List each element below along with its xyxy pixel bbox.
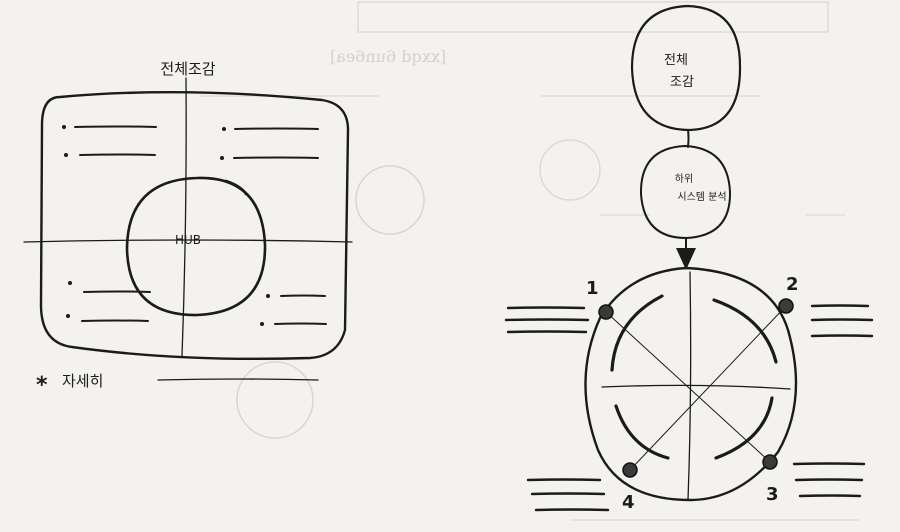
overview-node-label-line2: 조감 (670, 75, 694, 90)
left-overview-sketch: 전체조감 HUB (23, 60, 353, 398)
bullet-dot (62, 125, 66, 129)
ghost-circle (236, 361, 314, 439)
analysis-vertical-line (687, 271, 692, 501)
quadrant-number-2: 2 (786, 274, 799, 295)
subsystem-node-label-line2: 시스템 분석 (677, 191, 726, 203)
overview-node-label-line1: 전체 (664, 53, 688, 68)
note-line (504, 318, 590, 322)
footnote-label: 자세히 (62, 372, 103, 390)
lines-quadrant-3 (792, 462, 866, 498)
overview-node (630, 4, 742, 132)
lines-quadrant-4 (526, 478, 610, 512)
footnote-underline (157, 378, 319, 381)
quadrant-number-1: 1 (586, 278, 599, 299)
bullet-list-bottom-right (260, 294, 327, 326)
note-line (810, 318, 874, 322)
node-dot-3 (762, 454, 778, 470)
bullet-dot (222, 127, 226, 131)
node-dot-4 (622, 462, 638, 478)
ghost-bracket-label: [xxqd 6un6ea] (330, 47, 446, 66)
note-line (526, 478, 602, 482)
analysis-circle (584, 266, 798, 502)
lines-quadrant-2 (810, 304, 874, 338)
bullet-line (79, 153, 156, 156)
bullet-line (74, 125, 157, 128)
hub-circle (125, 176, 267, 317)
bullet-line (280, 294, 326, 297)
bullet-list-top-left (62, 125, 157, 157)
quadrant-arc-3 (714, 396, 774, 460)
node-dot-2 (778, 298, 794, 314)
bullet-dot (66, 314, 70, 318)
overview-frame (39, 90, 350, 361)
quadrant-arc-2 (712, 298, 778, 364)
footnote-asterisk: * (36, 373, 48, 398)
bullet-line (234, 127, 319, 130)
note-line (792, 462, 866, 466)
analysis-horizontal-line (601, 384, 791, 390)
bullet-line (274, 322, 327, 325)
vertical-axis-line (181, 77, 187, 357)
note-line (530, 492, 606, 496)
ghost-box (357, 1, 829, 33)
note-line (506, 306, 586, 310)
horizontal-axis-line (23, 239, 353, 243)
quadrant-number-3: 3 (766, 484, 779, 505)
bullet-dot (266, 294, 270, 298)
quadrant-arc-1 (610, 294, 664, 372)
note-line (798, 494, 862, 498)
bullet-dot (64, 153, 68, 157)
bullet-dot (220, 156, 224, 160)
ghost-circle (355, 165, 425, 235)
arrow-head (676, 248, 696, 270)
ghost-circle (539, 139, 601, 201)
note-line (506, 330, 588, 334)
bullet-list-top-right (220, 127, 319, 160)
bullet-line (233, 156, 319, 159)
connector-line (687, 129, 690, 148)
bullet-line (81, 319, 149, 322)
bullet-dot (260, 322, 264, 326)
subsystem-node-label-line1: 하위 (675, 172, 693, 185)
overview-title: 전체조감 (160, 60, 215, 78)
background-show-through: [xxqd 6un6ea] (200, 1, 860, 521)
diagonal-line (605, 311, 771, 463)
note-line (534, 508, 610, 512)
hub-label: HUB (175, 233, 201, 247)
note-line (810, 304, 870, 308)
bullet-dot (68, 281, 72, 285)
bullet-list-bottom-left (66, 281, 151, 322)
right-drilldown-sketch: 전체 조감 하위 시스템 분석 1 2 3 4 (504, 4, 874, 513)
quadrant-number-4: 4 (622, 492, 635, 513)
diagonal-line (629, 305, 787, 471)
lines-quadrant-1 (504, 306, 590, 334)
node-dot-1 (598, 304, 614, 320)
quadrant-arc-4 (614, 404, 670, 460)
note-line (794, 478, 864, 482)
note-line (810, 334, 874, 338)
bullet-line (83, 290, 151, 293)
